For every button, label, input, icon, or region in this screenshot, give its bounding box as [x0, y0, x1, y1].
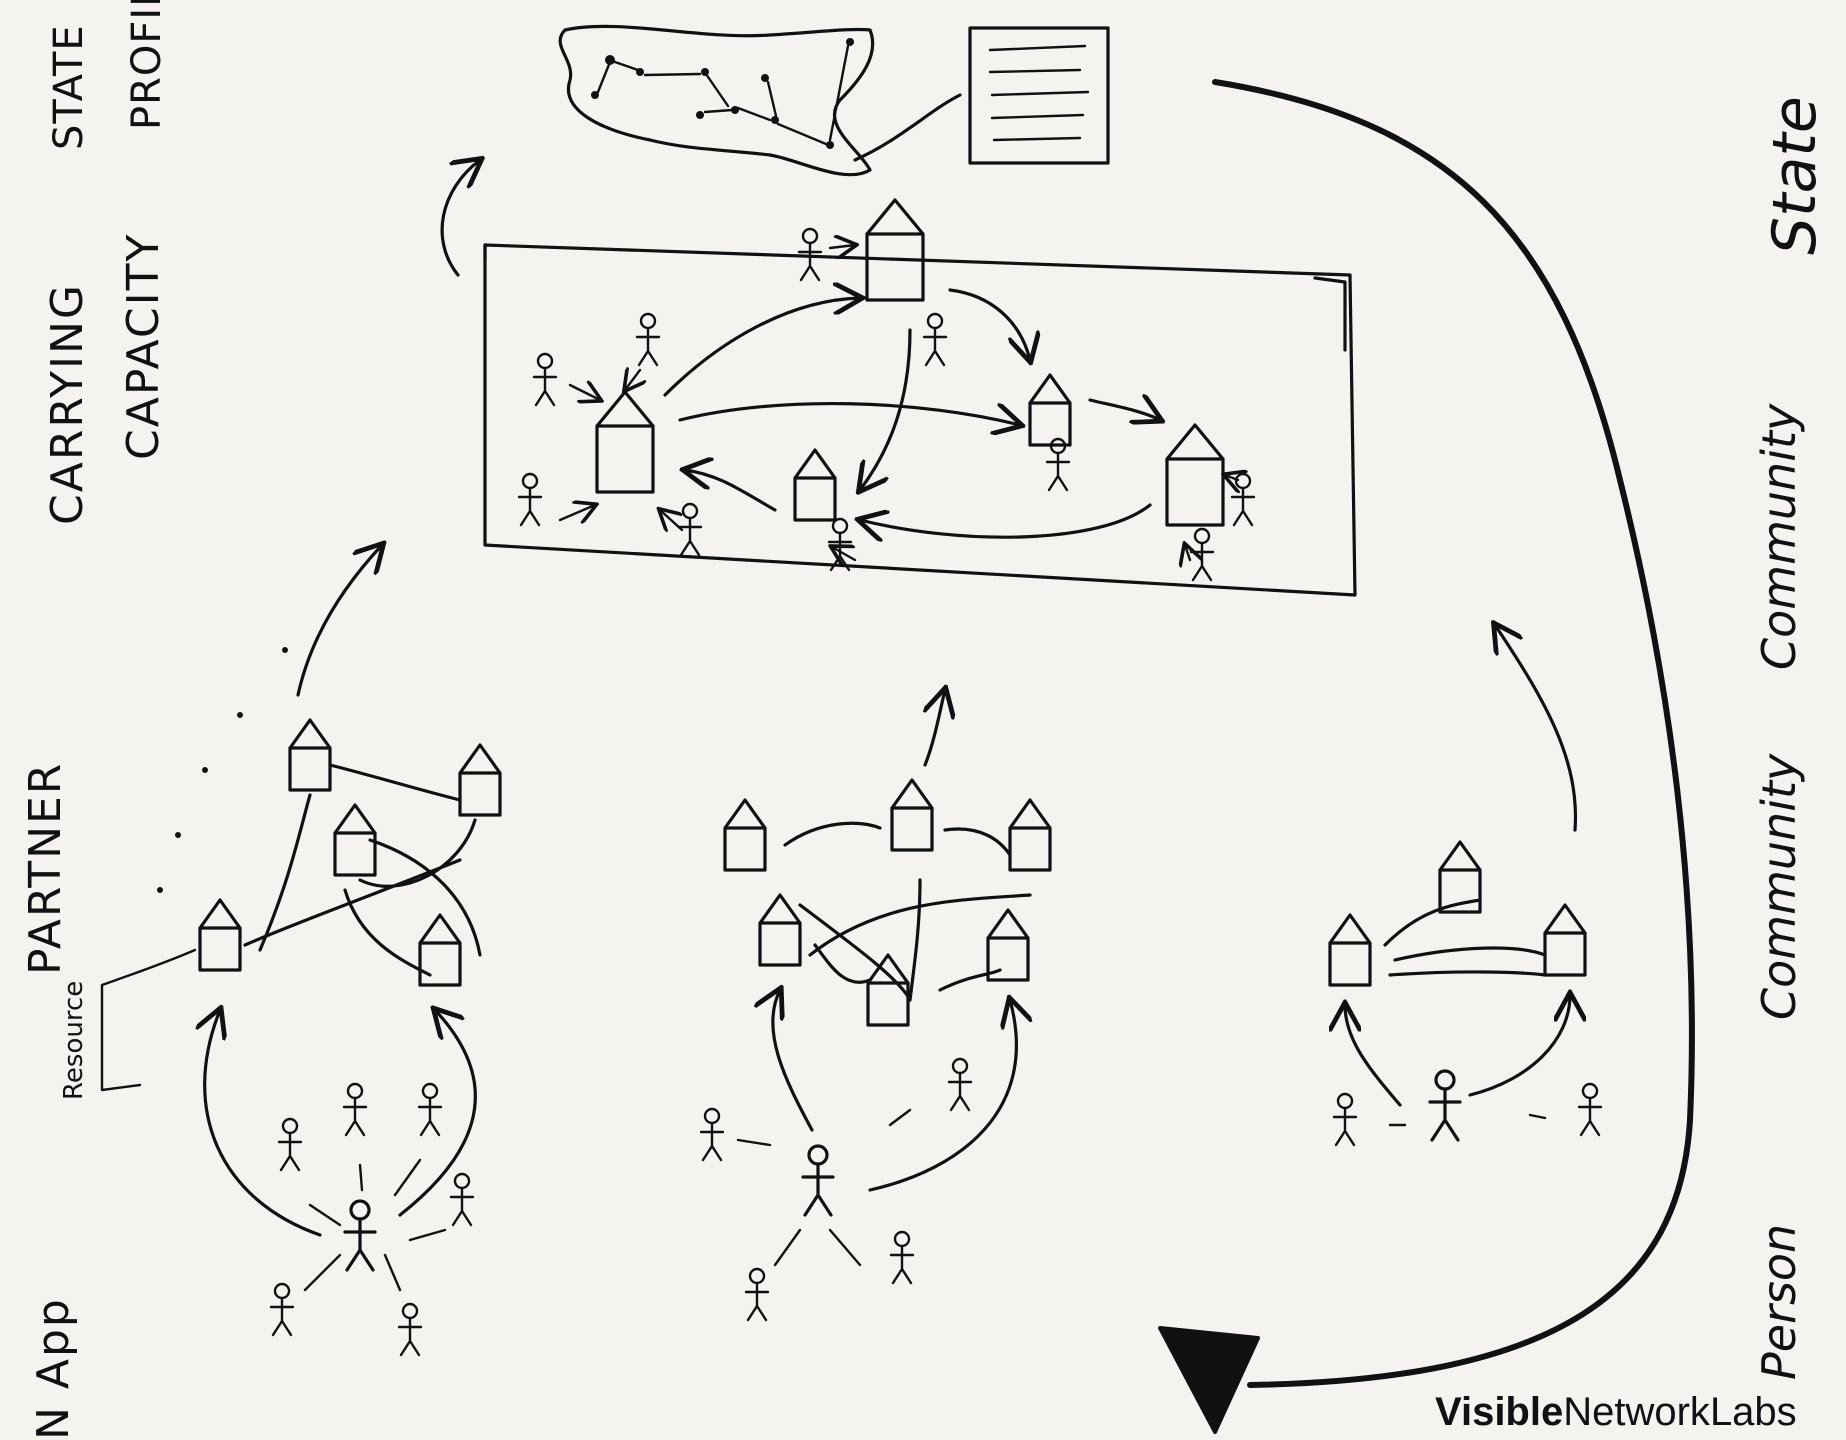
brand-text: VisibleNetworkLabs	[1435, 1390, 1797, 1434]
label-capacity: CAPACITY	[118, 233, 169, 460]
label-state-right: State	[1760, 96, 1830, 255]
label-community-lower: Community	[1752, 753, 1806, 1020]
label-resource: Resource	[59, 981, 89, 1100]
label-person: Person	[1752, 1224, 1806, 1380]
label-state: STATE	[46, 24, 92, 150]
box-arrows	[440, 160, 1238, 560]
middle-cluster	[699, 690, 1052, 1322]
label-carrying: CARRYING	[42, 283, 93, 525]
cycle-arrow	[1158, 79, 1695, 1434]
label-app: N App	[28, 1297, 79, 1440]
state-map	[558, 24, 875, 177]
right-cluster	[1328, 625, 1603, 1147]
left-labels: N App PARTNER Resource CARRYING CAPACITY…	[20, 0, 170, 1440]
left-cluster	[100, 545, 502, 1357]
label-community-upper: Community	[1752, 403, 1806, 670]
right-labels: Person Community Community State	[1752, 96, 1830, 1380]
brand-labs: Labs	[1710, 1390, 1797, 1434]
brand-visible: Visible	[1435, 1390, 1563, 1434]
label-profiles: PROFILES	[124, 0, 170, 130]
brand-logo: VisibleNetworkLabs	[1435, 1390, 1797, 1434]
profile-document	[853, 26, 1110, 165]
carrying-capacity-box	[483, 243, 1357, 597]
label-partner: PARTNER	[20, 762, 71, 975]
brand-network: Network	[1563, 1390, 1711, 1434]
